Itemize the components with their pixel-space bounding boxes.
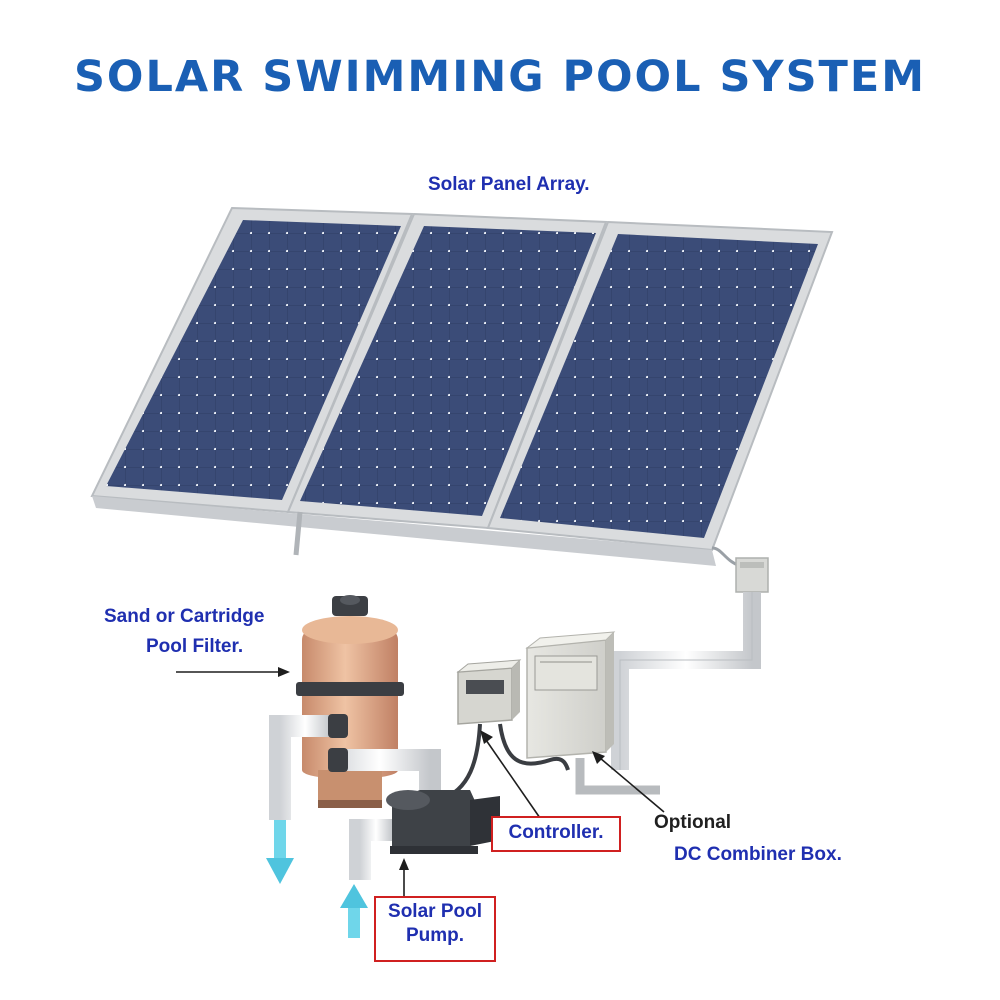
conduit-pipe	[611, 592, 761, 770]
label-filter-line2: Pool Filter.	[146, 636, 244, 657]
label-dc-combiner-box: DC Combiner Box.	[674, 844, 842, 865]
panel-rail	[92, 496, 716, 566]
label-filter-line1: Sand or Cartridge	[104, 606, 265, 627]
controller-pointer-line	[485, 739, 541, 819]
controller-box	[439, 659, 570, 802]
water-outflow-arrow	[266, 820, 294, 884]
solar-pool-pump	[349, 790, 500, 880]
solar-panel-right	[500, 234, 818, 538]
dc-combiner-box	[525, 631, 660, 795]
label-pump-line2: Pump.	[405, 925, 465, 946]
filter-pipes	[269, 714, 441, 820]
label-solar-panel-array: Solar Panel Array.	[428, 174, 590, 195]
label-pump-line1: Solar Pool	[388, 901, 482, 922]
combiner-pointer-line	[599, 757, 665, 813]
label-controller: Controller.	[491, 816, 621, 852]
solar-panel-array	[90, 206, 834, 566]
label-optional: Optional	[654, 812, 732, 833]
solar-panel-left	[106, 220, 401, 500]
water-inflow-arrow	[340, 884, 368, 938]
pool-filter	[296, 595, 404, 808]
pump-pointer-arrowhead	[399, 858, 409, 870]
combiner-pointer-arrowhead	[592, 751, 605, 764]
label-solar-pool-pump: Solar Pool Pump.	[374, 896, 496, 962]
filter-pointer-arrowhead	[278, 667, 290, 677]
solar-panel-middle	[300, 226, 596, 516]
controller-pointer-arrowhead	[480, 730, 493, 744]
conduit-outline	[619, 592, 753, 770]
page-title: SOLAR SWIMMING POOL SYSTEM	[73, 52, 927, 102]
panel-support	[293, 511, 303, 556]
junction-box	[735, 557, 769, 593]
